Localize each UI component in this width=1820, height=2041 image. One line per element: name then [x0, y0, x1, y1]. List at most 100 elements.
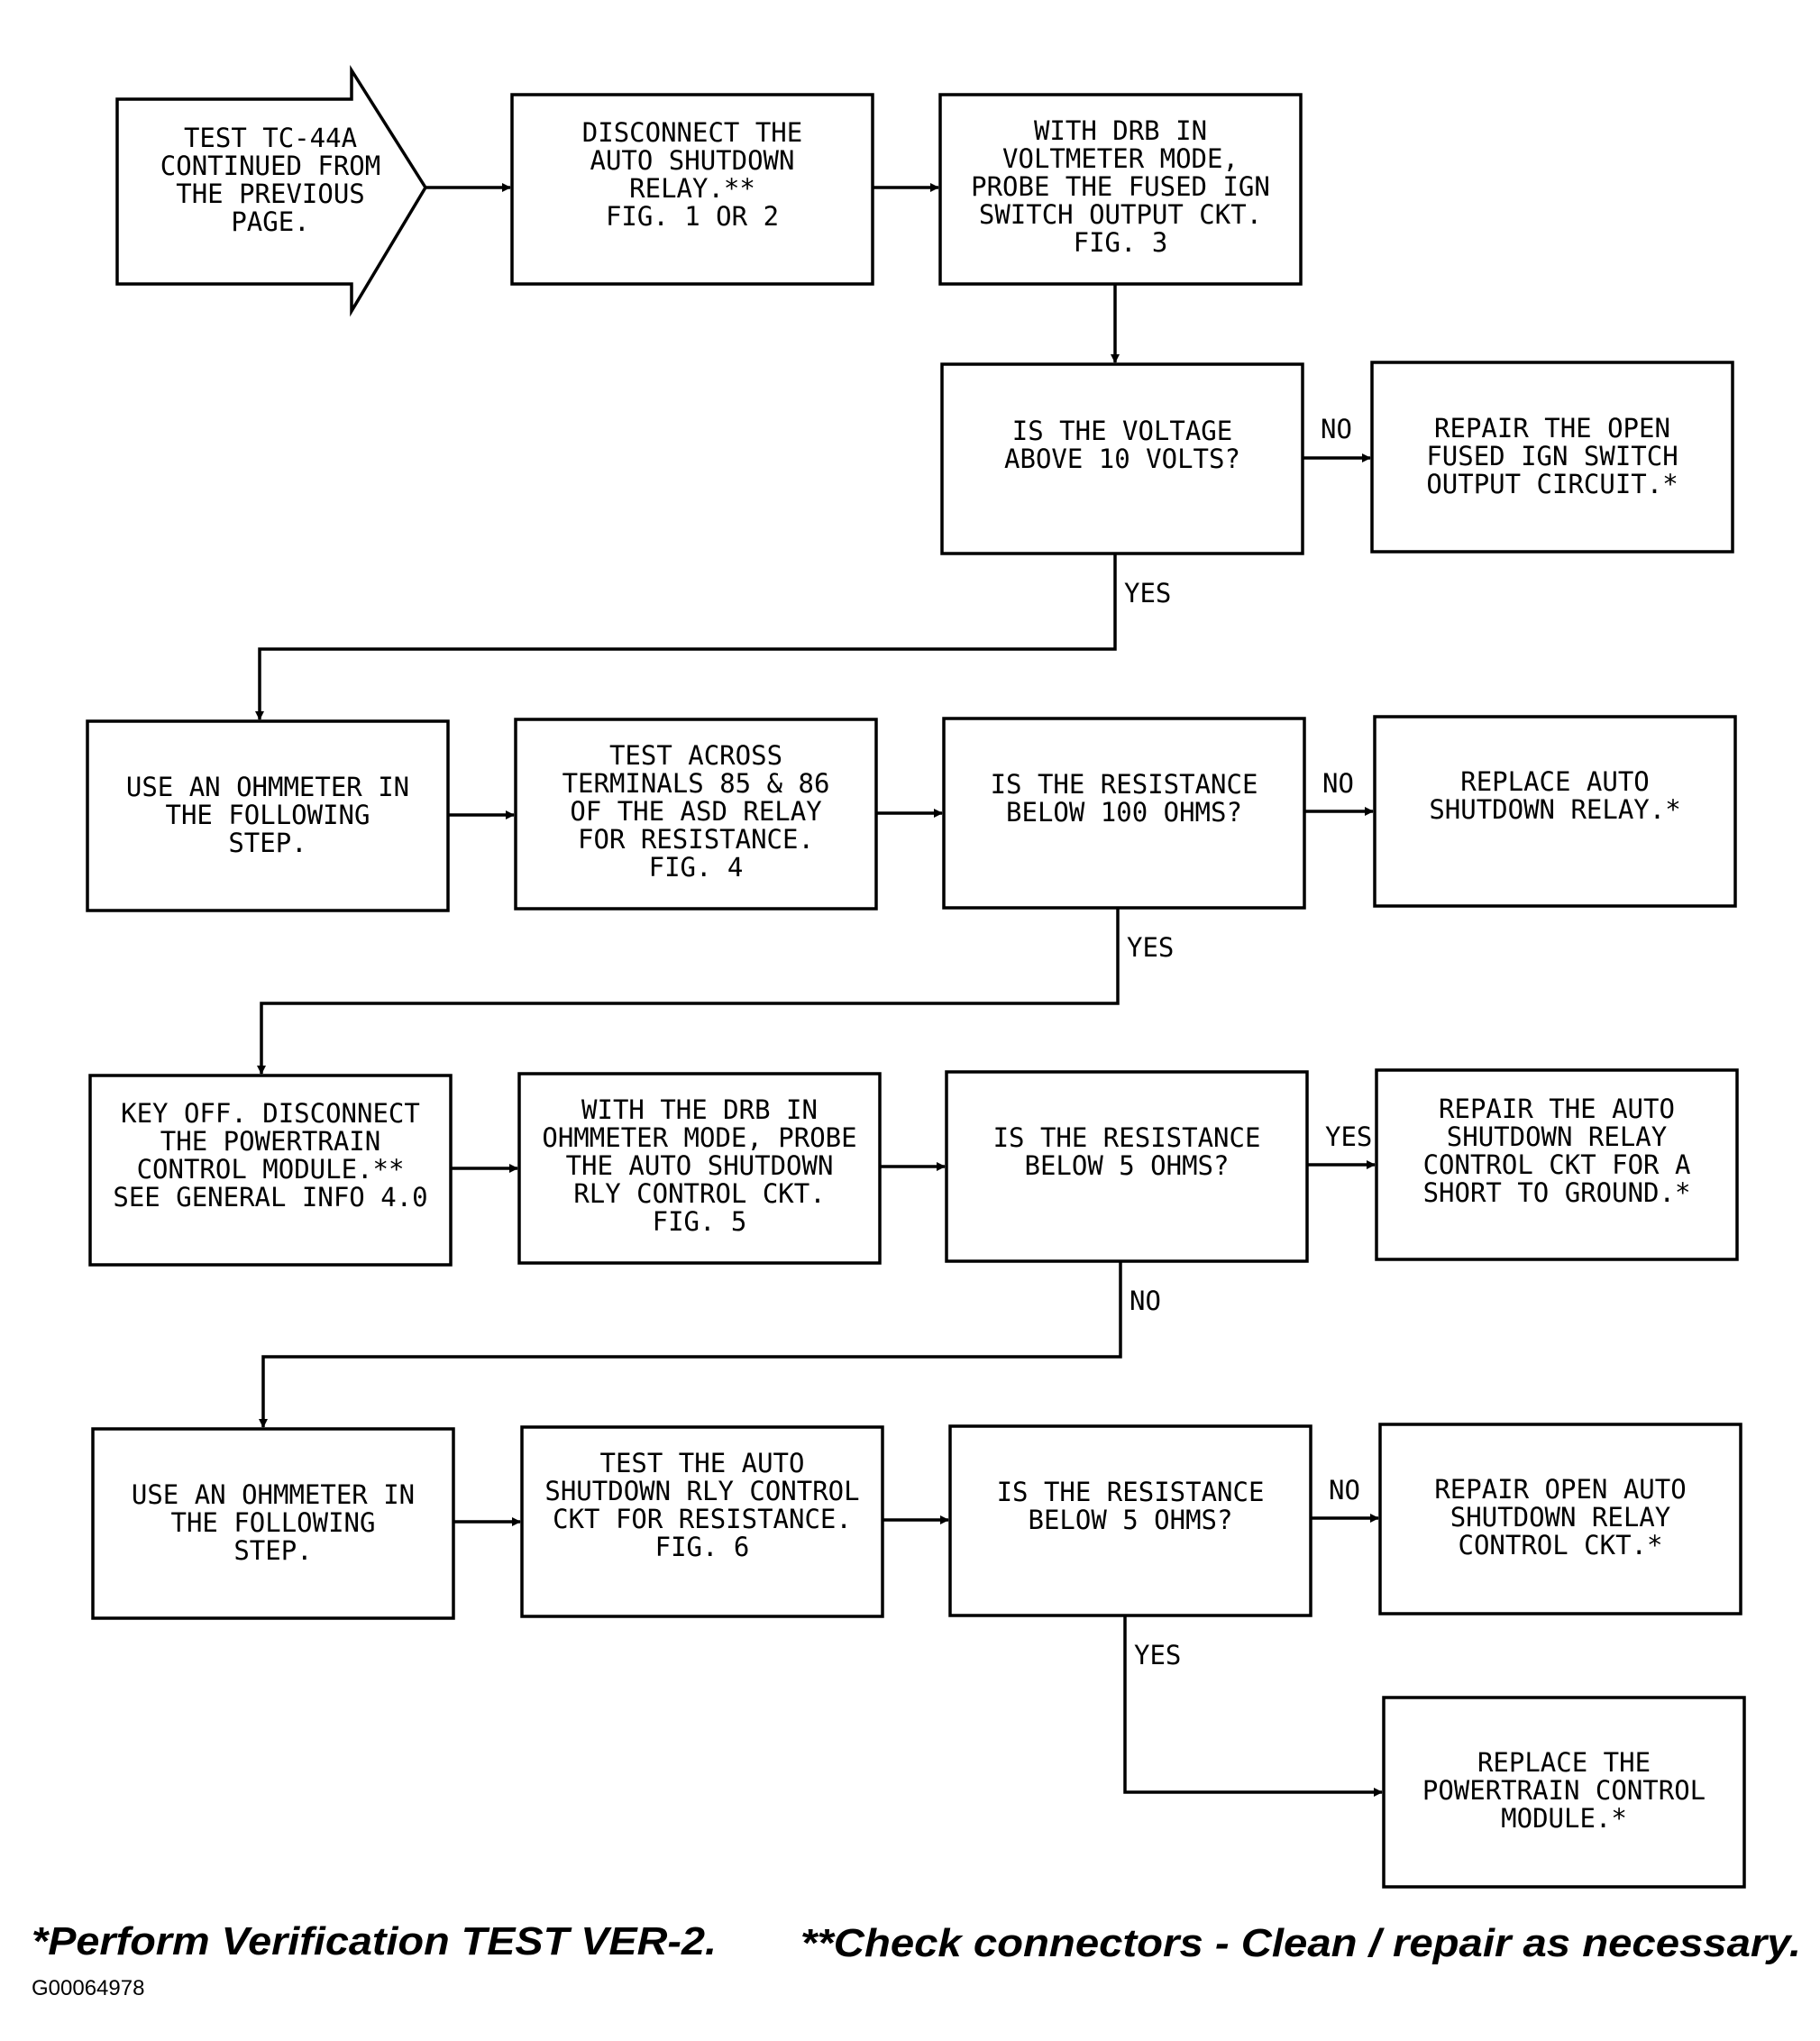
footnote-check-connectors: **Check connectors - Clean / repair as n… — [800, 1921, 1801, 1965]
text-line: WITH THE DRB IN — [581, 1094, 818, 1125]
label-yes-resistance-5-b: YES — [1134, 1640, 1181, 1670]
text-line: REPAIR THE AUTO — [1439, 1094, 1675, 1124]
step-test-asd-control-ckt — [520, 1425, 884, 1618]
text-line: SHUTDOWN RELAY — [1447, 1121, 1667, 1152]
text-line: OF THE ASD RELAY — [570, 796, 821, 827]
text-line: RELAY.** — [629, 173, 755, 204]
text-line: ABOVE 10 VOLTS? — [1004, 444, 1240, 474]
text-line: KEY OFF. DISCONNECT — [121, 1098, 420, 1129]
text-line: REPLACE THE — [1477, 1747, 1651, 1778]
text-line: TEST ACROSS — [609, 740, 782, 771]
text-line: SHORT TO GROUND.* — [1423, 1177, 1691, 1208]
text-line: IS THE VOLTAGE — [1012, 416, 1232, 446]
text-line: VOLTMETER MODE, — [1002, 143, 1239, 174]
text-line: TEST TC-44A — [184, 123, 357, 153]
text-line: SWITCH OUTPUT CKT. — [979, 199, 1262, 230]
text-line: CONTINUED FROM — [160, 151, 380, 181]
text-line: REPLACE AUTO — [1460, 766, 1650, 797]
text-line: WITH DRB IN — [1034, 115, 1207, 146]
step-test-terminals-85-86 — [514, 718, 878, 911]
text-line: THE PREVIOUS — [176, 178, 365, 209]
text-line: FIG. 1 OR 2 — [606, 201, 779, 232]
text-line: THE FOLLOWING — [166, 800, 370, 830]
text-line: SHUTDOWN RLY CONTROL — [544, 1476, 859, 1506]
step-replace-pcm — [1382, 1696, 1746, 1889]
text-line: STEP. — [233, 1535, 312, 1566]
text-line: SHUTDOWN RELAY — [1450, 1502, 1670, 1533]
text-line: FUSED IGN SWITCH — [1426, 441, 1678, 471]
text-line: IS THE RESISTANCE — [991, 769, 1258, 800]
text-line: FIG. 3 — [1074, 227, 1168, 258]
text-line: MODULE.* — [1501, 1803, 1627, 1834]
step-probe-fused-ign — [938, 93, 1303, 286]
text-line: CONTROL MODULE.** — [137, 1154, 405, 1185]
text-line: OHMMETER MODE, PROBE — [542, 1122, 856, 1153]
arrow-s16-s18 — [1123, 1615, 1383, 1797]
text-line: REPAIR THE OPEN — [1434, 413, 1670, 444]
text-line: THE AUTO SHUTDOWN — [566, 1150, 834, 1181]
text-line: PROBE THE FUSED IGN — [971, 171, 1270, 202]
label-yes-voltage: YES — [1124, 578, 1171, 609]
label-yes-resistance-100: YES — [1127, 932, 1174, 963]
step-repair-short-to-ground — [1375, 1068, 1739, 1261]
label-no-voltage: NO — [1321, 414, 1352, 444]
step-use-ohmmeter-1 — [86, 719, 450, 912]
text-line: CKT FOR RESISTANCE. — [553, 1504, 852, 1534]
text-line: DISCONNECT THE — [582, 117, 802, 148]
arrow-s12-s14 — [259, 1261, 1122, 1428]
text-line: THE FOLLOWING — [171, 1507, 376, 1538]
text-line: IS THE RESISTANCE — [997, 1477, 1265, 1507]
text-line: CONTROL CKT FOR A — [1423, 1149, 1691, 1180]
step-disconnect-asd-relay — [510, 93, 874, 286]
text-line: FIG. 5 — [653, 1206, 747, 1237]
label-no-resistance-100: NO — [1322, 768, 1354, 799]
step-repair-fused-ign — [1370, 361, 1734, 554]
arrow-s8-s10 — [257, 908, 1120, 1075]
text-line: USE AN OHMMETER IN — [126, 772, 409, 802]
text-line: RLY CONTROL CKT. — [573, 1178, 825, 1209]
text-line: THE POWERTRAIN — [160, 1126, 380, 1157]
footnote-verification: *Perform Verification TEST VER-2. — [32, 1919, 717, 1963]
text-line: OUTPUT CIRCUIT.* — [1426, 469, 1678, 499]
text-line: TERMINALS 85 & 86 — [562, 768, 830, 799]
label-yes-resistance-5-a: YES — [1325, 1121, 1372, 1152]
text-line: FOR RESISTANCE. — [578, 824, 814, 855]
text-line: FIG. 4 — [649, 852, 744, 883]
step-probe-asd-control-ckt — [517, 1072, 882, 1265]
text-line: AUTO SHUTDOWN — [590, 145, 795, 176]
decision-resistance-below-100 — [942, 717, 1306, 910]
step-repair-open-asd-ckt — [1378, 1423, 1742, 1615]
start-arrow-shape — [115, 64, 428, 317]
label-no-resistance-5-b: NO — [1329, 1475, 1360, 1506]
text-line: FIG. 6 — [655, 1532, 750, 1562]
text-line: STEP. — [228, 828, 306, 858]
text-line: REPAIR OPEN AUTO — [1434, 1474, 1686, 1505]
decision-resistance-below-5-a — [945, 1070, 1309, 1263]
step-replace-asd-relay — [1373, 715, 1737, 908]
text-line: IS THE RESISTANCE — [993, 1122, 1261, 1153]
text-line: TEST THE AUTO — [600, 1448, 805, 1478]
arrow-s4-s6 — [255, 554, 1117, 720]
text-line: SEE GENERAL INFO 4.0 — [113, 1182, 427, 1213]
text-line: BELOW 5 OHMS? — [1029, 1505, 1233, 1535]
text-line: BELOW 100 OHMS? — [1006, 797, 1242, 828]
text-line: CONTROL CKT.* — [1459, 1530, 1663, 1560]
text-line: PAGE. — [231, 206, 309, 237]
